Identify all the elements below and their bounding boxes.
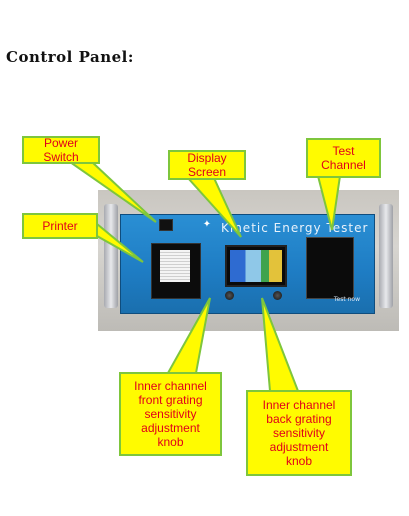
section-heading: Control Panel:: [6, 48, 134, 66]
printer-paper: [160, 250, 190, 282]
front-grating-knob[interactable]: [225, 291, 234, 300]
callout-front-knob: Inner channel front grating sensitivity …: [119, 372, 222, 456]
callout-display-screen: Display Screen: [168, 150, 246, 180]
pointer-display: [185, 177, 242, 238]
lcd-content: [230, 250, 282, 282]
back-grating-knob[interactable]: [273, 291, 282, 300]
pointer-printer: [96, 221, 144, 263]
device-footer-text: Test now: [333, 296, 360, 303]
callout-back-knob: Inner channel back grating sensitivity a…: [246, 390, 352, 476]
tester-front-panel: ✦ Kinetic Energy Tester Test now: [120, 214, 375, 314]
pointer-channel: [316, 175, 342, 231]
printer: [151, 243, 201, 299]
pointer-front-knob: [166, 297, 211, 374]
display-screen: [225, 245, 287, 287]
right-rack-handle: [379, 204, 393, 308]
pointer-back-knob: [261, 297, 300, 392]
power-switch[interactable]: [159, 219, 173, 231]
callout-power-switch: Power Switch: [22, 136, 100, 164]
callout-printer: Printer: [22, 213, 98, 239]
device-photo: ✦ Kinetic Energy Tester Test now: [98, 190, 399, 331]
left-rack-handle: [104, 204, 118, 308]
callout-test-channel: Test Channel: [306, 138, 381, 178]
emblem-icon: ✦: [202, 219, 212, 230]
test-channel: [306, 237, 354, 299]
